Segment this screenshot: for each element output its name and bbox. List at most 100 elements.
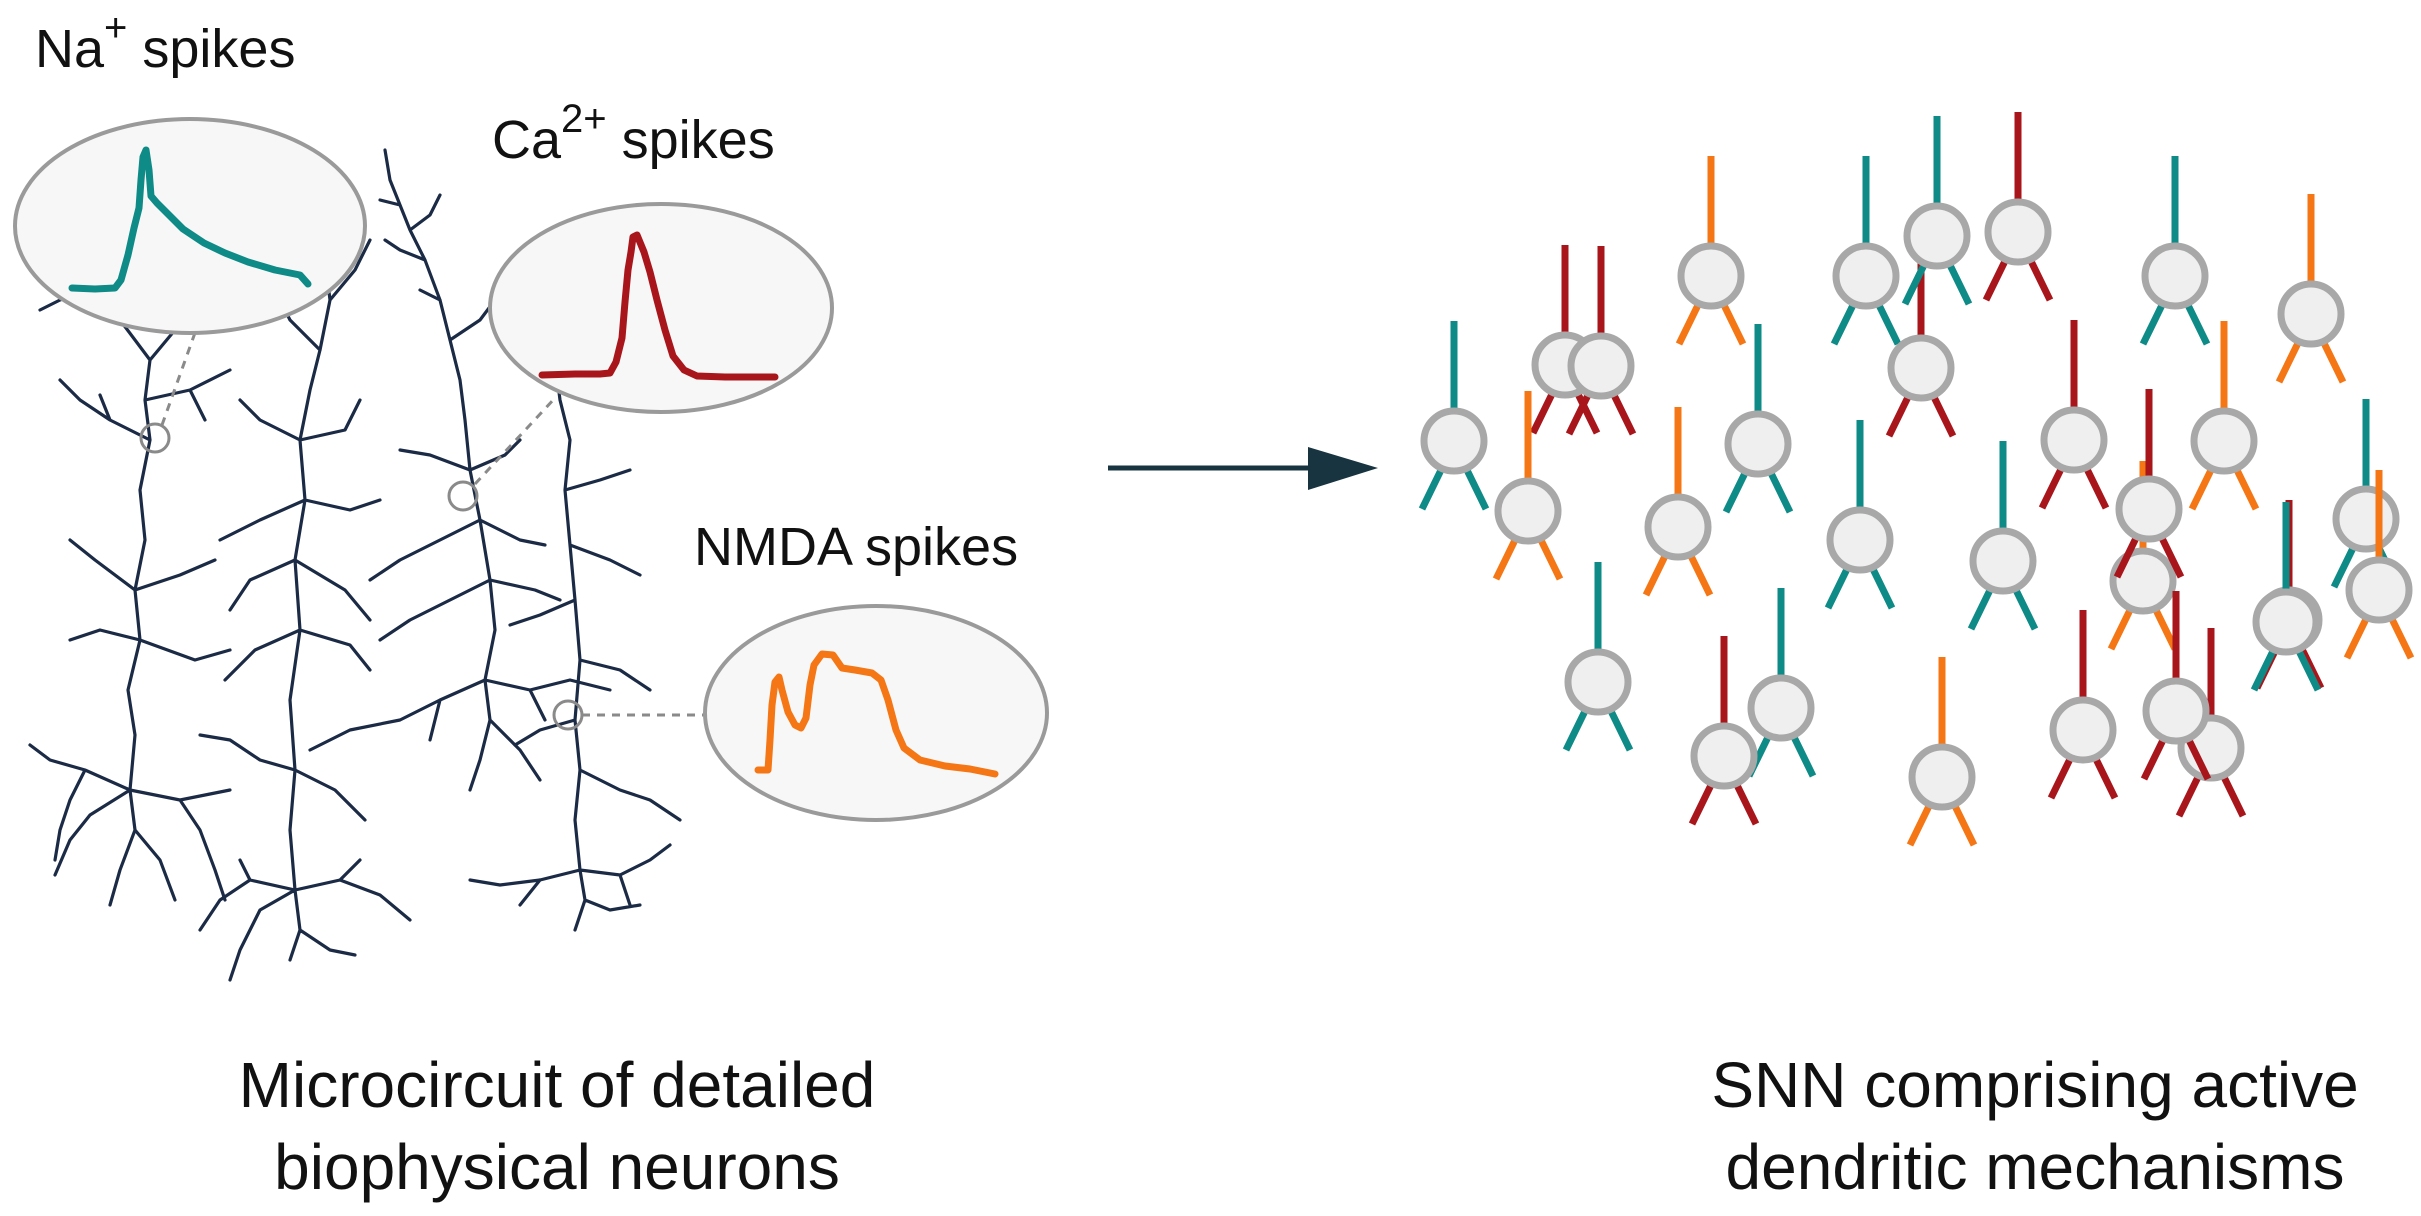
na-label-base: Na (35, 19, 105, 79)
snn-neuron-soma (2141, 242, 2209, 310)
snn-neuron-soma (1724, 410, 1792, 478)
snn-neuron-basal-dendrite-left (1529, 390, 1557, 435)
snn-neuron (1967, 441, 2039, 631)
snn-neuron-basal-dendrite-right (2026, 257, 2054, 302)
ca-label-superscript: 2+ (561, 97, 607, 141)
snn-neuron-basal-dendrite-right (2387, 615, 2415, 660)
neuron-morphology-2 (198, 228, 412, 982)
snn-neuron-soma (1494, 477, 1562, 545)
snn-neuron-basal-dendrite-left (2175, 773, 2203, 818)
snn-neuron (2343, 470, 2415, 660)
snn-neuron-basal-dendrite-right (2151, 606, 2179, 651)
snn-neuron (1688, 636, 1760, 826)
snn-neuron-basal-dendrite-right (1609, 391, 1637, 436)
snn-neuron (1492, 391, 1564, 581)
snn-neuron-basal-dendrite-left (2330, 544, 2358, 589)
snn-neuron-basal-dendrite-right (1536, 536, 1564, 581)
na-spike-bubble: Na+ spikes (13, 6, 367, 335)
right-caption-line-1: SNN comprising active (1711, 1049, 2358, 1121)
snn-neuron-soma (1564, 648, 1632, 716)
snn-neuron (1982, 112, 2054, 302)
snn-neuron-basal-dendrite-left (1824, 565, 1852, 610)
snn-neuron-soma (1832, 242, 1900, 310)
snn-neuron-basal-dendrite-right (1732, 781, 1760, 826)
snn-neuron-soma (2049, 696, 2117, 764)
snn-neuron-basal-dendrite-right (2184, 736, 2212, 781)
snn-neuron-basal-dendrite-right (1462, 466, 1490, 511)
left-caption-line-2: biophysical neurons (274, 1131, 840, 1203)
snn-neuron (2250, 502, 2322, 692)
snn-neuron (2038, 320, 2110, 510)
snn-neuron (1722, 324, 1794, 514)
snn-neuron (1562, 562, 1634, 752)
snn-neuron-basal-dendrite-right (2183, 301, 2211, 346)
snn-neuron (1745, 588, 1817, 778)
left-caption-line-1: Microcircuit of detailed (239, 1049, 876, 1121)
snn-neuron-basal-dendrite-left (1562, 707, 1590, 752)
snn-neuron (2188, 321, 2260, 511)
snn-neuron-basal-dendrite-right (1950, 802, 1978, 847)
snn-neuron-basal-dendrite-left (2140, 736, 2168, 781)
right-caption-line-2: dendritic mechanisms (1726, 1131, 2345, 1203)
snn-neuron-basal-dendrite-left (1675, 301, 1703, 346)
transformation-arrow (1108, 447, 1378, 490)
ca-spike-trace (538, 231, 779, 381)
snn-neuron-basal-dendrite-right (1719, 301, 1747, 346)
snn-neuron-soma (2277, 280, 2345, 348)
snn-neuron-basal-dendrite-right (1868, 565, 1896, 610)
na-bubble-outline (13, 117, 367, 335)
snn-neuron-basal-dendrite-right (2219, 773, 2247, 818)
snn-neuron-soma (1567, 332, 1635, 400)
snn-neuron-basal-dendrite-left (2038, 465, 2066, 510)
snn-neuron-basal-dendrite-right (1874, 301, 1902, 346)
snn-neuron-soma (1887, 334, 1955, 402)
snn-neuron-soma (1420, 407, 1488, 475)
nmda-probe-circle (552, 699, 584, 731)
snn-neuron-basal-dendrite-left (1565, 391, 1593, 436)
snn-neuron-basal-dendrite-right (2297, 645, 2325, 690)
snn-neuron-basal-dendrite-left (2139, 301, 2167, 346)
neuron-morphology-1 (28, 238, 232, 907)
snn-neuron-basal-dendrite-left (1642, 552, 1670, 597)
na-probe-circle (139, 422, 171, 454)
snn-neuron-basal-dendrite-left (2188, 466, 2216, 511)
na-spikes-label: Na+ spikes (35, 6, 295, 79)
snn-neuron (1418, 321, 1490, 511)
snn-neuron-basal-dendrite-right (1686, 552, 1714, 597)
na-label-superscript: + (104, 6, 127, 50)
snn-neuron-basal-dendrite-left (1722, 469, 1750, 514)
snn-neuron-basal-dendrite-right (2082, 465, 2110, 510)
snn-neuron-basal-dendrite-right (2319, 339, 2347, 384)
snn-neuron-basal-dendrite-left (2047, 755, 2075, 800)
snn-neuron (1906, 657, 1978, 847)
snn-neuron-basal-dendrite-left (2113, 534, 2141, 579)
snn-neuron (1565, 246, 1637, 436)
snn-neuron-soma (1690, 722, 1758, 790)
snn-neuron-soma (1677, 242, 1745, 310)
snn-neuron (2140, 591, 2212, 781)
snn-neuron-basal-dendrite-right (1573, 390, 1601, 435)
snn-neuron-population (1418, 112, 2415, 847)
snn-neuron-basal-dendrite-left (1906, 802, 1934, 847)
snn-neuron-soma (2115, 475, 2183, 543)
na-label-word: spikes (127, 19, 295, 79)
snn-neuron-basal-dendrite-left (2107, 606, 2135, 651)
snn-neuron-basal-dendrite-right (1929, 393, 1957, 438)
snn-neuron-soma (2109, 547, 2177, 615)
snn-neuron (1885, 248, 1957, 438)
snn-neuron-basal-dendrite-left (1901, 261, 1929, 306)
nmda-bubble-outline (703, 604, 1049, 822)
snn-neuron-basal-dendrite-right (2011, 586, 2039, 631)
snn-neuron (2139, 156, 2211, 346)
ca-spikes-label: Ca2+ spikes (492, 97, 775, 170)
ca-label-word: spikes (607, 110, 775, 170)
snn-neuron (1901, 116, 1973, 306)
snn-neuron-basal-dendrite-left (2343, 615, 2371, 660)
nmda-spike-trace (754, 650, 999, 778)
snn-neuron-soma (1747, 674, 1815, 742)
snn-neuron-soma (1826, 506, 1894, 574)
neuron-morphology-3 (308, 148, 612, 792)
snn-neuron-basal-dendrite-right (2091, 755, 2119, 800)
snn-neuron (2275, 194, 2347, 384)
